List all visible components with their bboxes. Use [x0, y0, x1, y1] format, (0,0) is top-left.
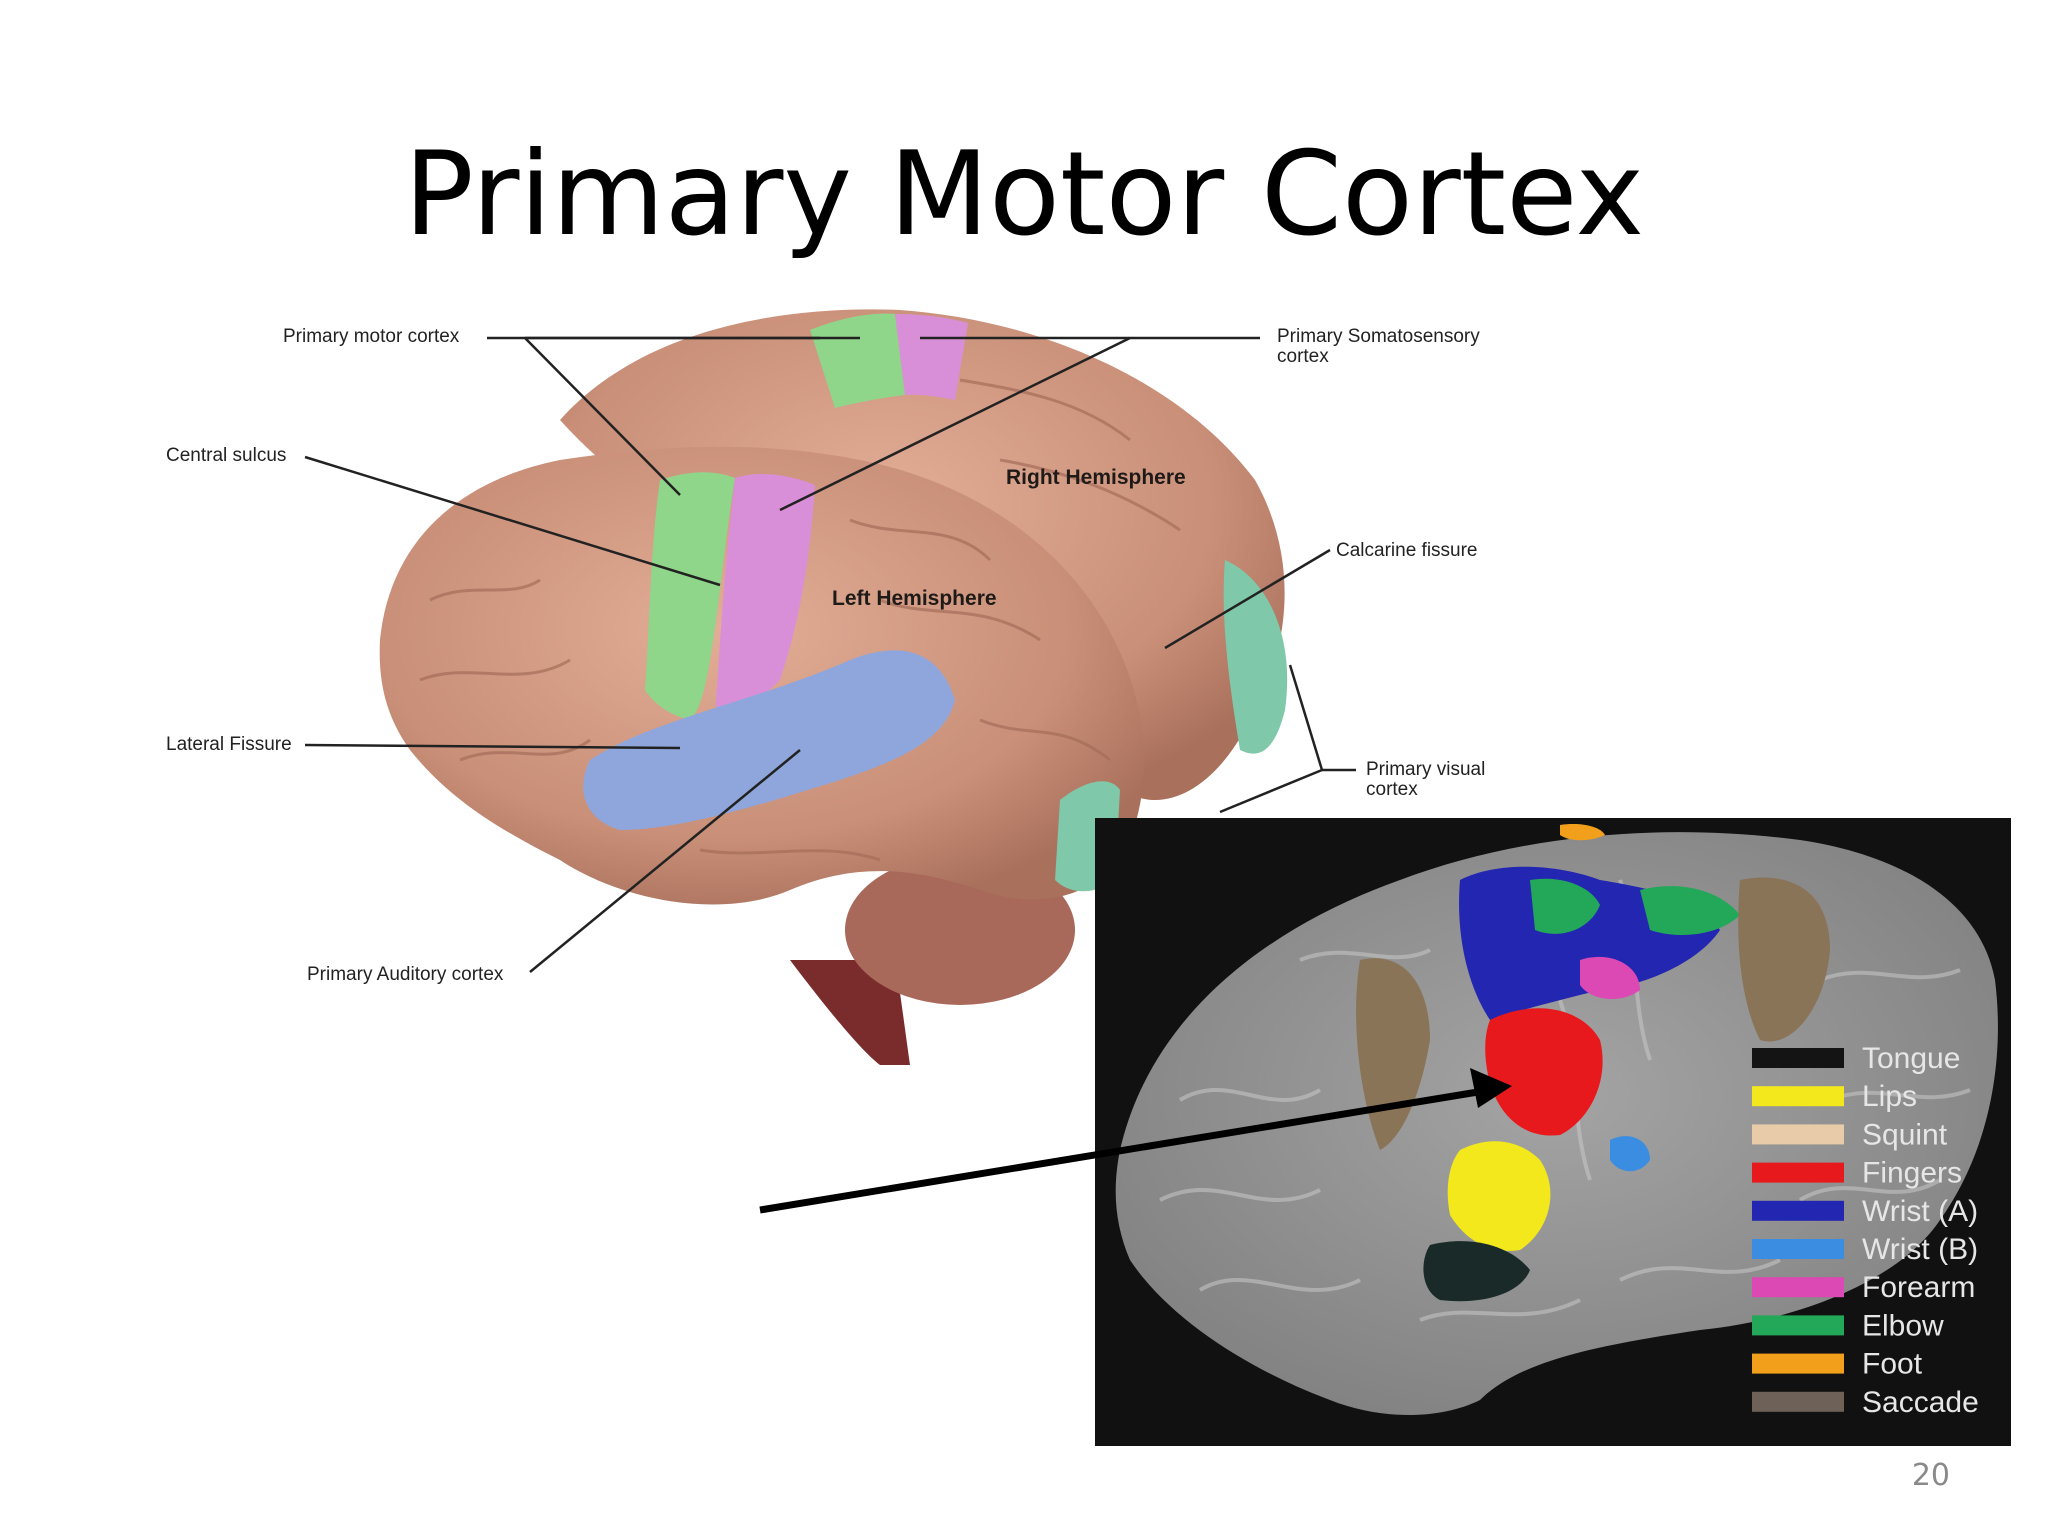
- legend-swatch: [1752, 1124, 1844, 1145]
- fmri-elbow-region-2: [1640, 886, 1740, 935]
- leader-lines: [304, 336, 1356, 973]
- legend-swatch: [1752, 1353, 1844, 1374]
- legend-swatch: [1752, 1048, 1844, 1068]
- legend-label: Wrist (B): [1862, 1233, 1978, 1266]
- label-primary-somatosensory-line1: Primary Somatosensory: [1277, 326, 1480, 347]
- brainstem: [790, 960, 910, 1065]
- legend-label: Foot: [1862, 1348, 1923, 1381]
- label-primary-auditory-cortex: Primary Auditory cortex: [307, 964, 504, 985]
- fmri-foot-region: [1560, 824, 1605, 841]
- fmri-tongue-region: [1423, 1241, 1530, 1302]
- gyri-lines: [419, 378, 1181, 862]
- legend-label: Elbow: [1862, 1309, 1944, 1342]
- fmri-map: [1095, 818, 2011, 1446]
- slide-title: Primary Motor Cortex: [403, 127, 1645, 262]
- label-primary-visual-line1: Primary visual: [1366, 759, 1485, 780]
- fmri-saccade-region: [1738, 877, 1830, 1042]
- legend-swatch: [1752, 1086, 1844, 1107]
- legend-label: Fingers: [1862, 1157, 1962, 1190]
- left-auditory-cortex: [583, 650, 955, 830]
- label-lateral-fissure: Lateral Fissure: [166, 734, 292, 755]
- brain-illustration: [379, 309, 1288, 1065]
- fmri-wrist-b-region: [1610, 1136, 1650, 1172]
- pointer-arrow-head: [1470, 1068, 1512, 1108]
- label-calcarine-fissure: Calcarine fissure: [1336, 540, 1478, 561]
- label-primary-visual-line2: cortex: [1366, 779, 1418, 800]
- legend-swatch: [1752, 1277, 1844, 1298]
- pointer-arrow: [759, 1068, 1512, 1214]
- legend-label: Wrist (A): [1862, 1195, 1978, 1228]
- label-primary-somatosensory-line2: cortex: [1277, 346, 1329, 367]
- label-right-hemisphere: Right Hemisphere: [1006, 466, 1186, 489]
- legend-swatch: [1752, 1162, 1844, 1183]
- fmri-forearm-region: [1580, 956, 1640, 1000]
- legend-swatch: [1752, 1315, 1844, 1336]
- label-primary-motor-cortex: Primary motor cortex: [283, 326, 460, 347]
- legend-label: Squint: [1862, 1118, 1948, 1151]
- pointer-arrow-shaft: [759, 1086, 1491, 1214]
- legend-label: Tongue: [1862, 1042, 1960, 1075]
- page-number: 20: [1911, 1458, 1950, 1493]
- legend-label: Lips: [1862, 1080, 1917, 1113]
- right-somatosensory-strip: [895, 314, 968, 400]
- fmri-lips-region: [1447, 1141, 1551, 1251]
- right-visual-cortex: [1223, 560, 1288, 754]
- label-central-sulcus: Central sulcus: [166, 445, 286, 466]
- left-motor-strip: [645, 472, 735, 720]
- legend-swatch: [1752, 1391, 1844, 1412]
- legend-label: Saccade: [1862, 1386, 1979, 1419]
- fmri-elbow-region: [1530, 878, 1600, 934]
- legend-swatch: [1752, 1200, 1844, 1221]
- label-left-hemisphere: Left Hemisphere: [832, 587, 997, 610]
- left-somatosensory-strip: [715, 474, 815, 718]
- legend-label: Forearm: [1862, 1271, 1975, 1304]
- legend-swatch: [1752, 1239, 1844, 1259]
- fmri-fingers-region: [1485, 1008, 1603, 1136]
- brain-labels: Primary motor cortex Central sulcus Late…: [166, 326, 1485, 985]
